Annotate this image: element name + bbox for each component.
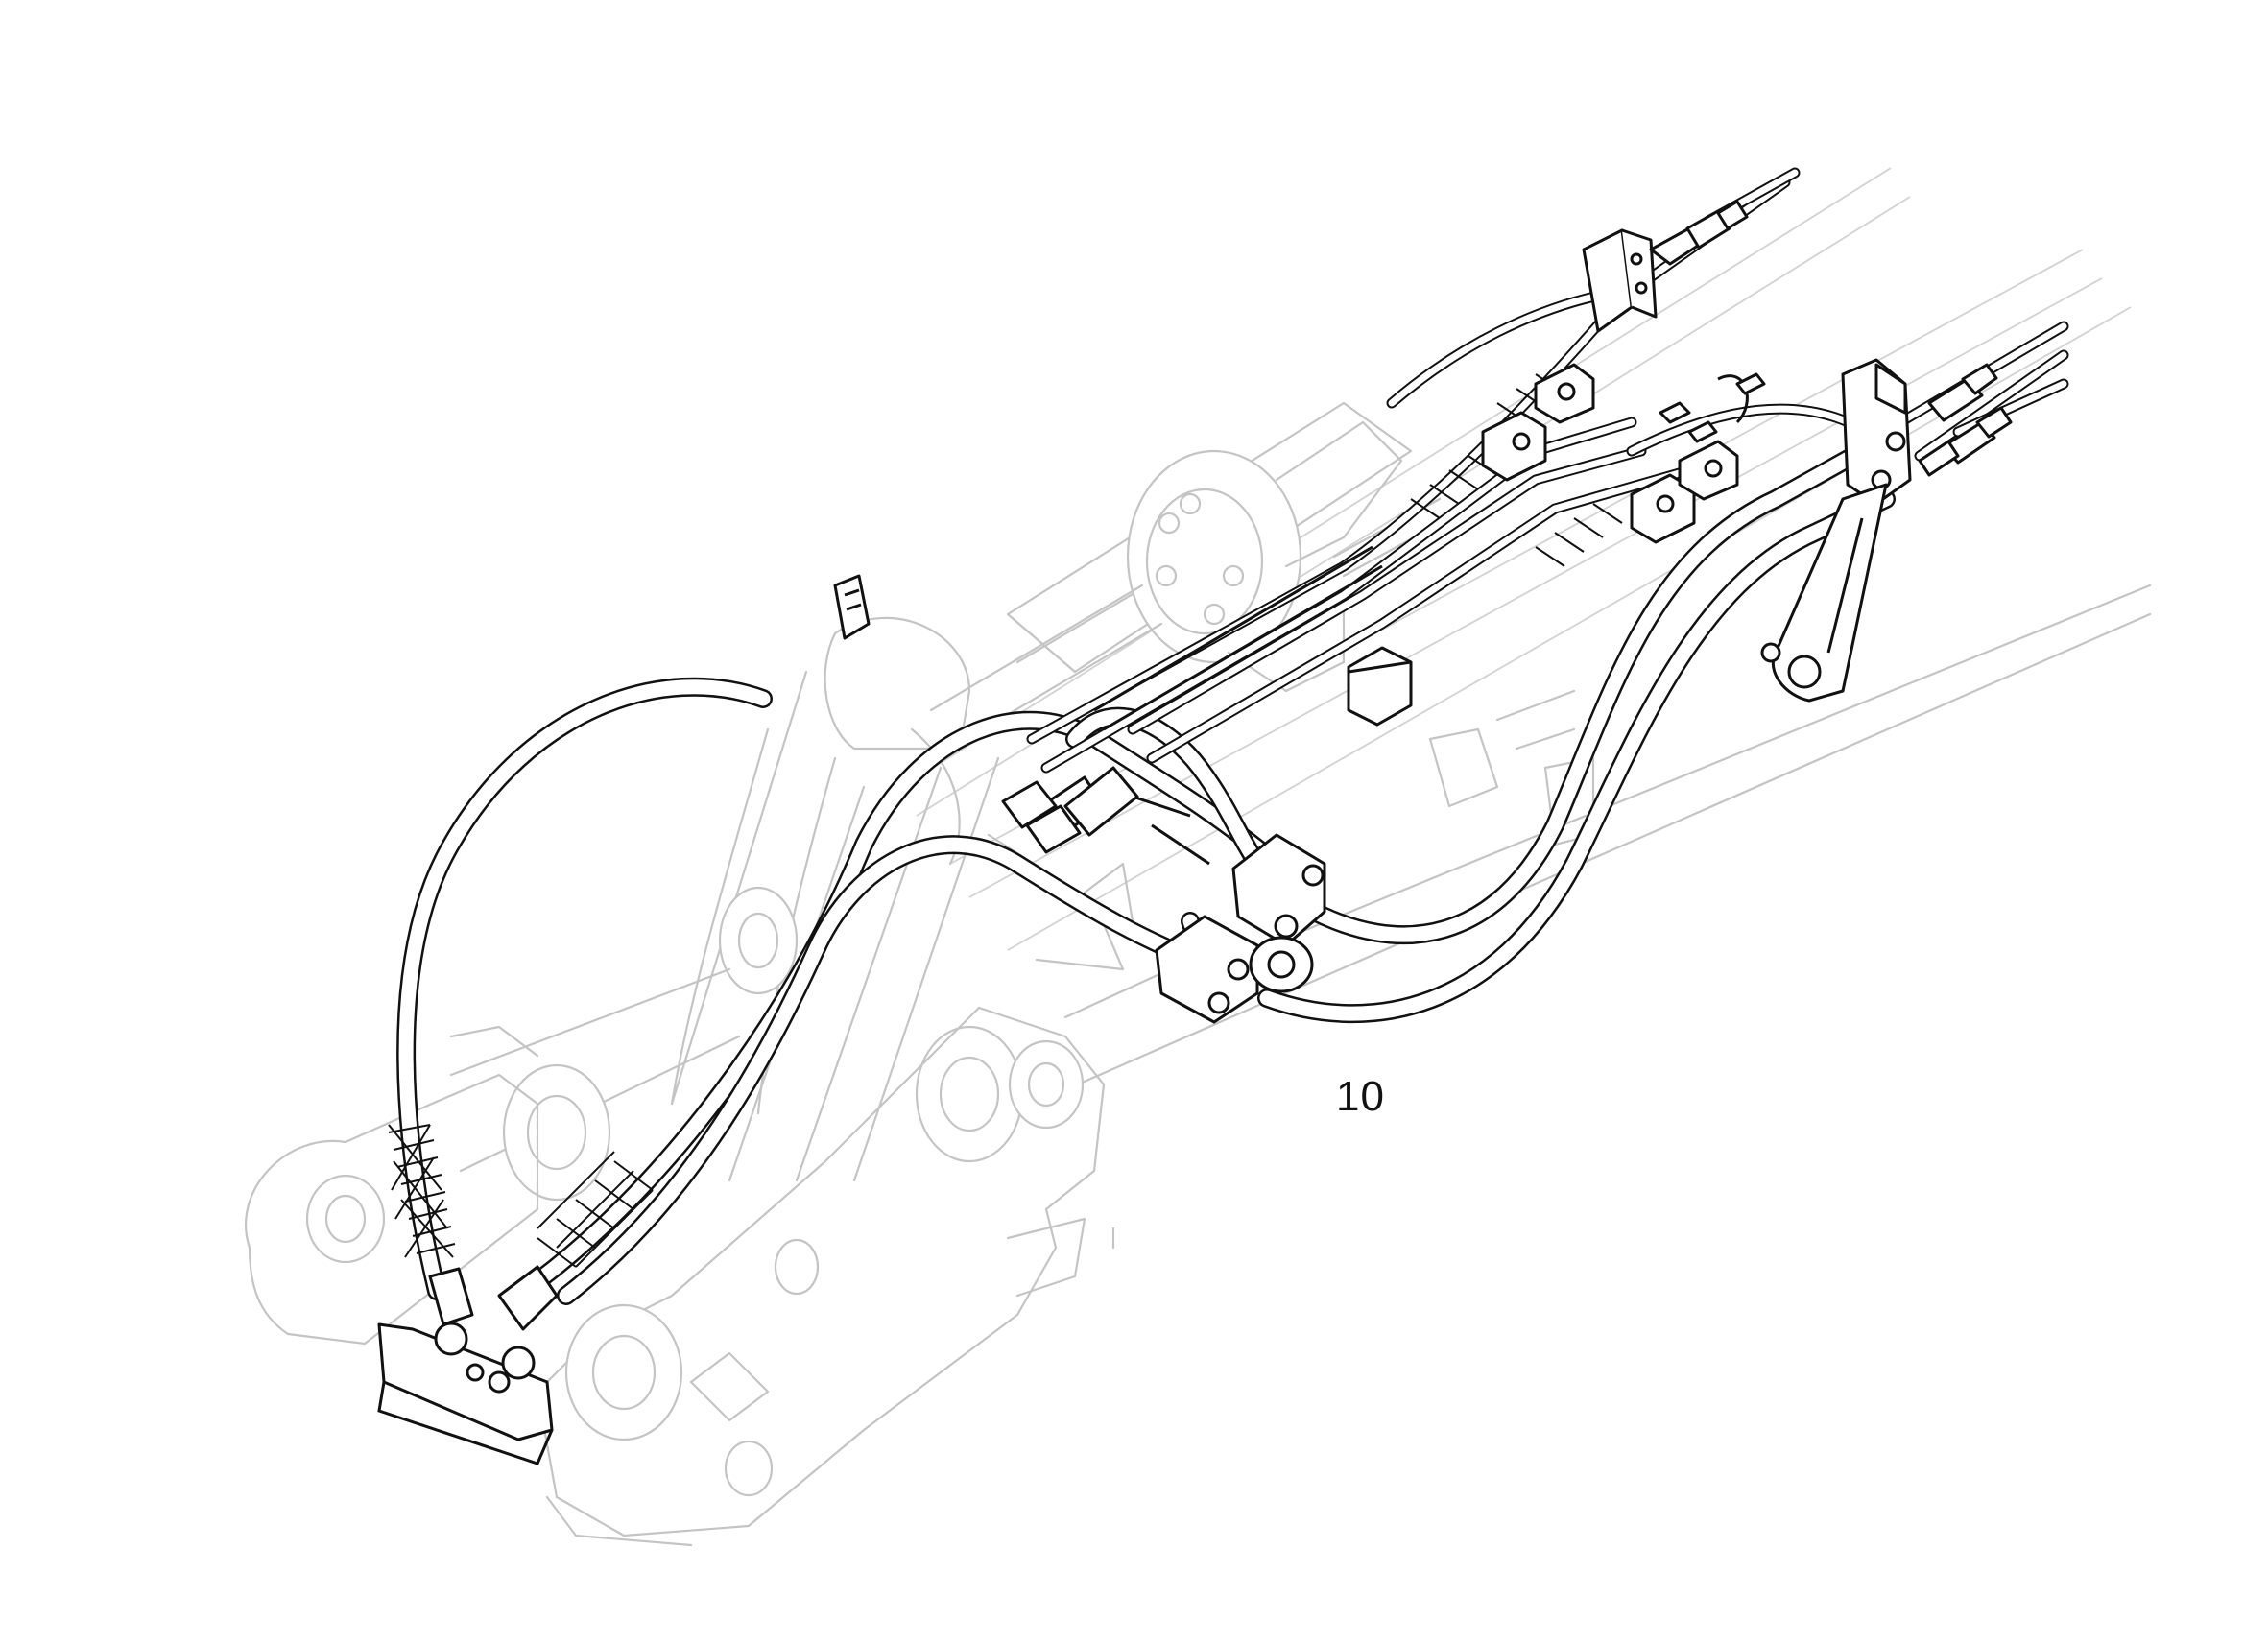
callout-10: 10 — [1336, 1073, 1385, 1120]
fittings-and-clamps — [377, 200, 2013, 1465]
hydraulic-pipes — [1026, 167, 2069, 866]
hydraulic-hoses — [396, 441, 1896, 1305]
